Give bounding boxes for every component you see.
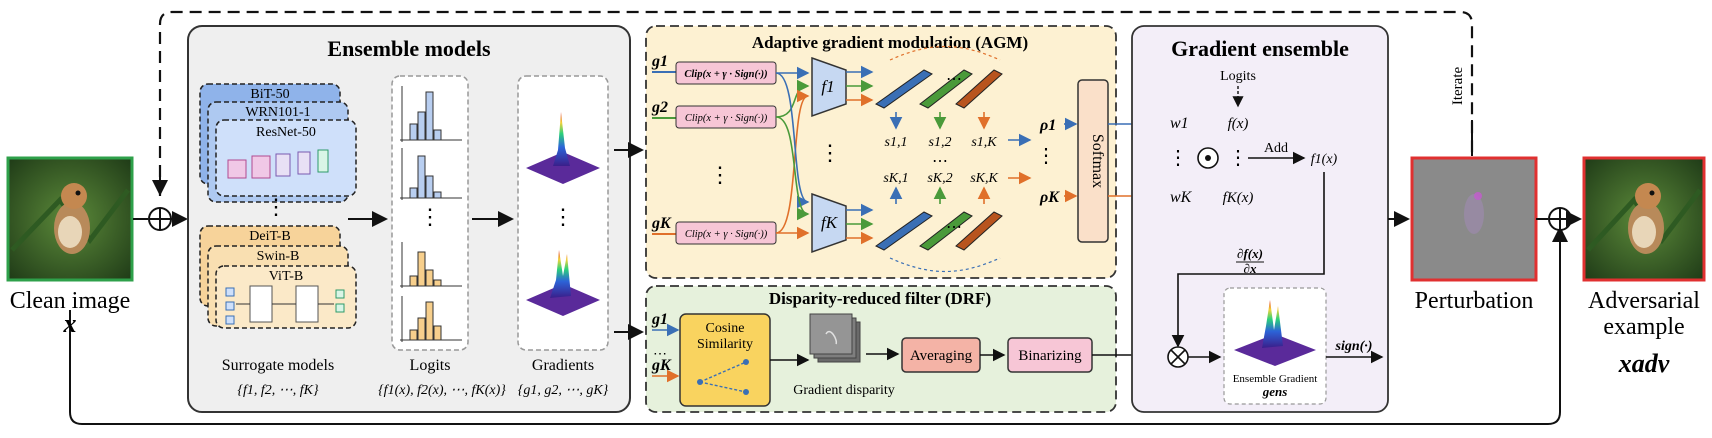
softmax-block — [1077, 79, 1109, 243]
clean-image-var: x — [63, 309, 77, 338]
cosine-label-1: Cosine — [706, 321, 745, 336]
ensemble-gradient-surface — [1234, 300, 1316, 366]
agm-vdots: ⋮ — [709, 162, 731, 187]
g-ens-label: gens — [1262, 384, 1288, 399]
clean-image — [6, 156, 134, 282]
gradient-surface-1 — [526, 112, 600, 184]
surrogate-models-set: {f1, f2, ⋯, fK} — [237, 383, 319, 398]
model-f1-block — [811, 56, 847, 118]
gradients-vdots: ⋮ — [552, 204, 574, 229]
softmax-label: Softmax — [1089, 134, 1106, 188]
model-name-deitb: DeiT-B — [249, 229, 290, 244]
drf-title: Disparity-reduced filter (DRF) — [769, 289, 991, 308]
gradients-label: Gradients — [532, 357, 594, 374]
clip-label-1: Clip(x + γ · Sign(·)) — [684, 69, 767, 80]
perturbation-label: Perturbation — [1415, 288, 1534, 314]
ensemble-fx: f1(x) — [1311, 152, 1338, 167]
agm-top-dots: ⋯ — [946, 71, 962, 88]
adversarial-image — [1582, 156, 1706, 282]
gradient-surface-k — [526, 250, 600, 316]
surrogate-models-label: Surrogate models — [222, 357, 334, 374]
agm-g1: g1 — [651, 53, 668, 70]
vit-model-stack: DeiT-B Swin-B ViT-B — [199, 225, 357, 329]
s-k-2: sK,2 — [927, 171, 952, 186]
agm-g2: g2 — [651, 99, 668, 116]
gradients-set: {g1, g2, ⋯, gK} — [518, 383, 609, 398]
logits-label: Logits — [410, 357, 451, 374]
gradient-disparity-images — [809, 313, 861, 363]
drf-dots: ⋯ — [653, 347, 667, 362]
averaging-label: Averaging — [910, 348, 973, 364]
weight-wk: wK — [1170, 189, 1193, 206]
gradient-ensemble-title: Gradient ensemble — [1171, 36, 1349, 61]
bottom-skip-path — [69, 226, 1568, 425]
add-junction-left — [148, 207, 172, 231]
model-fk-label: fK — [821, 213, 839, 232]
feature-vectors-bottom — [875, 211, 1003, 251]
multiply-operator — [1167, 346, 1189, 368]
logits-set: {f1(x), f2(x), ⋯, fK(x)} — [378, 383, 506, 398]
ensemble-models-title: Ensemble models — [327, 36, 491, 61]
gradient-disparity-label: Gradient disparity — [793, 383, 894, 398]
weight-w1: w1 — [1170, 115, 1189, 132]
clip-label-2: Clip(x + γ · Sign(·)) — [685, 113, 768, 124]
clean-image-label: Clean image — [10, 288, 131, 314]
deriv-denominator: ∂x — [1244, 261, 1257, 276]
rho-vdots: ⋮ — [1036, 145, 1056, 167]
ge-logits-label: Logits — [1220, 69, 1256, 84]
iterate-label: Iterate — [1450, 67, 1466, 106]
s-k-k: sK,K — [970, 171, 998, 186]
s-mid-dots: ⋯ — [932, 153, 948, 170]
ge-fkx: fK(x) — [1223, 190, 1254, 206]
logits-histograms — [400, 86, 462, 342]
cosine-similarity-icon — [697, 359, 749, 395]
adversarial-label-1: Adversarial — [1588, 288, 1700, 314]
clip-label-k: Clip(x + γ · Sign(·)) — [685, 229, 768, 240]
model-vdots: ⋮ — [265, 194, 287, 219]
deriv-numerator: ∂f(x) — [1237, 246, 1263, 261]
cnn-model-stack: BiT-50 WRN101-1 ResNet-50 — [199, 83, 357, 203]
ge-right-vdots: ⋮ — [1228, 147, 1248, 169]
agm-gk: gK — [651, 215, 672, 232]
model-name-wrn101: WRN101-1 — [245, 105, 310, 120]
iterate-loop — [158, 10, 1474, 196]
logits-vdots: ⋮ — [419, 204, 441, 229]
s-k-1: sK,1 — [883, 171, 908, 186]
agm-bottom-dots: ⋯ — [946, 219, 962, 236]
ge-fx: f(x) — [1228, 116, 1249, 132]
adversarial-var: xadv — [1618, 349, 1670, 378]
model-fk-block — [811, 192, 847, 254]
add-label: Add — [1264, 141, 1288, 156]
s-1-2: s1,2 — [929, 135, 952, 150]
binarizing-label: Binarizing — [1018, 348, 1082, 364]
odot-operator — [1197, 147, 1219, 169]
agm-mid-vdots: ⋮ — [819, 140, 841, 165]
model-name-vitb: ViT-B — [269, 269, 303, 284]
model-name-swinb: Swin-B — [257, 249, 300, 264]
model-f1-label: f1 — [821, 77, 834, 96]
add-junction-right — [1548, 207, 1572, 231]
drf-g1: g1 — [651, 311, 668, 328]
drf-gk: gK — [651, 357, 672, 374]
sign-label: sign(·) — [1335, 339, 1373, 354]
ensemble-gradient-label: Ensemble Gradient — [1233, 373, 1318, 385]
model-name-bit50: BiT-50 — [250, 87, 289, 102]
rho-1: ρ1 — [1039, 117, 1056, 134]
agm-title: Adaptive gradient modulation (AGM) — [752, 33, 1028, 52]
ge-left-vdots: ⋮ — [1168, 147, 1188, 169]
gradients-column — [517, 75, 609, 351]
s-1-1: s1,1 — [885, 135, 908, 150]
cosine-label-2: Similarity — [697, 337, 753, 352]
rho-k: ρK — [1039, 189, 1060, 206]
feature-vectors-top — [875, 69, 1003, 109]
adversarial-label-2: example — [1603, 314, 1684, 340]
s-1-k: s1,K — [971, 135, 997, 150]
model-name-resnet50: ResNet-50 — [256, 125, 316, 140]
